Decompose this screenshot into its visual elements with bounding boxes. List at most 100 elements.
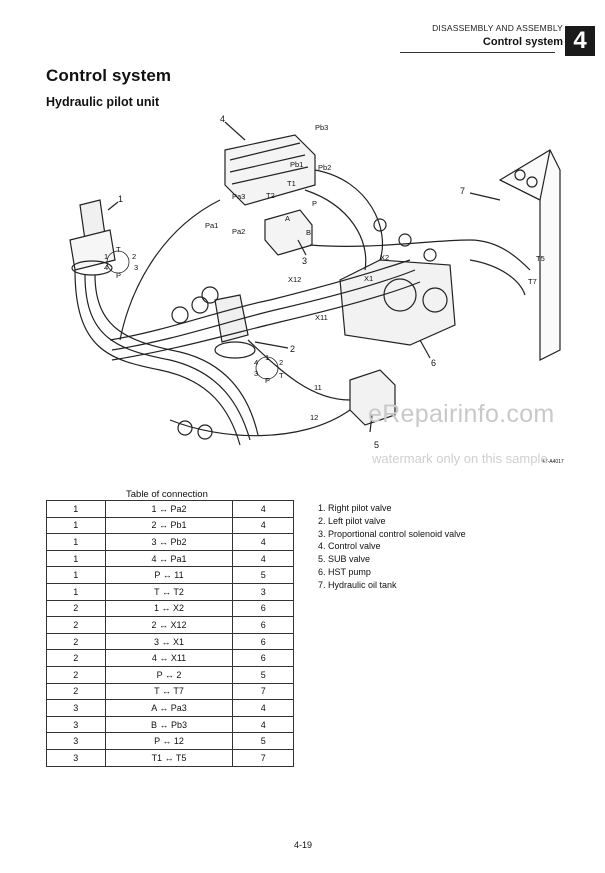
- table-caption: Table of connection: [126, 489, 208, 500]
- j2-port-t: T: [279, 371, 284, 380]
- watermark-note: watermark only on this sample: [372, 451, 548, 466]
- legend-item: 3. Proportional control solenoid valve: [318, 528, 466, 539]
- legend-item: 4. Control valve: [318, 541, 381, 552]
- table-cell-connection: P ↔ 2: [104, 665, 234, 684]
- table-cell-unit: 1: [46, 533, 106, 551]
- table-cell-target: 5: [232, 566, 294, 584]
- table-cell-unit: 3: [46, 748, 106, 767]
- header-rule: [400, 52, 555, 53]
- table-cell-unit: 1: [46, 566, 106, 584]
- table-cell-unit: 3: [46, 715, 106, 734]
- table-cell-target: 4: [232, 699, 294, 717]
- table-cell-unit: 1: [46, 582, 106, 601]
- table-cell-target: 6: [232, 632, 294, 651]
- table-cell-connection: 4 ↔ X11: [104, 649, 234, 667]
- callout-6: 6: [431, 358, 436, 368]
- legend-item: 6. HST pump: [318, 566, 371, 577]
- table-cell-connection: T1 ↔ T5: [104, 748, 234, 767]
- port-label-t5: T5: [536, 254, 545, 263]
- callout-3: 3: [302, 256, 307, 266]
- table-cell-unit: 2: [46, 599, 106, 618]
- port-label-11: 11: [314, 383, 322, 392]
- port-label-pa1: Pa1: [205, 221, 218, 230]
- callout-7: 7: [460, 186, 465, 196]
- port-label-12: 12: [310, 413, 318, 422]
- table-cell-unit: 2: [46, 665, 106, 684]
- table-cell-unit: 2: [46, 616, 106, 634]
- j1-port-2: 2: [132, 252, 136, 261]
- port-label-x12: X12: [288, 275, 301, 284]
- legend-item: 5. SUB valve: [318, 554, 371, 565]
- j2-port-2: 2: [279, 358, 283, 367]
- port-label-p: P: [312, 199, 317, 208]
- port-label-pb2: Pb2: [318, 163, 331, 172]
- table-cell-target: 5: [232, 732, 294, 750]
- drawing-code: 4T-A4017: [542, 459, 564, 465]
- callout-4: 4: [220, 114, 225, 124]
- j2-port-4: 4: [254, 358, 258, 367]
- table-cell-target: 7: [232, 748, 294, 767]
- table-cell-unit: 3: [46, 732, 106, 750]
- page-number: 4-19: [294, 840, 313, 850]
- port-label-pb3: Pb3: [315, 123, 328, 132]
- table-cell-unit: 1: [46, 500, 106, 518]
- table-cell-connection: 1 ↔ Pa2: [104, 500, 234, 518]
- legend-item: 1. Right pilot valve: [318, 503, 392, 513]
- table-cell-target: 5: [232, 665, 294, 684]
- table-cell-connection: 4 ↔ Pa1: [104, 549, 234, 568]
- header-section: DISASSEMBLY AND ASSEMBLY: [432, 23, 563, 33]
- table-cell-unit: 1: [46, 549, 106, 568]
- port-label-x11: X11: [315, 313, 328, 322]
- section-title: Hydraulic pilot unit: [46, 95, 160, 109]
- j2-port-3: 3: [254, 369, 258, 378]
- table-cell-connection: 2 ↔ Pb1: [104, 516, 234, 535]
- table-cell-unit: 1: [46, 516, 106, 535]
- table-cell-connection: T ↔ T2: [104, 582, 234, 601]
- table-cell-connection: 1 ↔ X2: [104, 599, 234, 618]
- port-label-b: B: [306, 228, 311, 237]
- table-cell-unit: 2: [46, 632, 106, 651]
- table-cell-connection: 3 ↔ X1: [104, 632, 234, 651]
- table-cell-connection: P ↔ 11: [104, 566, 234, 584]
- hydraulic-diagram: 4 1 2 3 5 6 7 Pb3 Pb1 Pb2 Pa3 Pa1 Pa2 T1…: [69, 114, 564, 465]
- header-subsection: Control system: [482, 36, 563, 48]
- port-label-t2: T2: [266, 191, 275, 200]
- table-cell-connection: P ↔ 12: [104, 732, 234, 750]
- j2-port-1: 1: [265, 353, 269, 362]
- table-cell-connection: 3 ↔ Pb2: [104, 533, 234, 551]
- table-cell-target: 4: [232, 715, 294, 734]
- port-label-x2: X2: [380, 253, 389, 262]
- j1-port-1: 1: [104, 252, 108, 261]
- table-cell-target: 6: [232, 599, 294, 618]
- j1-port-3: 3: [134, 263, 138, 272]
- j2-port-p: P: [265, 376, 270, 385]
- table-cell-target: 4: [232, 533, 294, 551]
- table-cell-connection: 2 ↔ X12: [104, 616, 234, 634]
- table-cell-connection: T ↔ T7: [104, 682, 234, 701]
- port-label-pa3: Pa3: [232, 192, 245, 201]
- port-label-a: A: [285, 214, 290, 223]
- table-cell-target: 4: [232, 549, 294, 568]
- callout-1: 1: [118, 194, 123, 204]
- table-cell-unit: 2: [46, 682, 106, 701]
- callout-2: 2: [290, 344, 295, 354]
- table-cell-target: 4: [232, 500, 294, 518]
- table-cell-target: 6: [232, 616, 294, 634]
- port-label-pa2: Pa2: [232, 227, 245, 236]
- port-label-t1: T1: [287, 179, 296, 188]
- chapter-badge: 4: [565, 26, 595, 56]
